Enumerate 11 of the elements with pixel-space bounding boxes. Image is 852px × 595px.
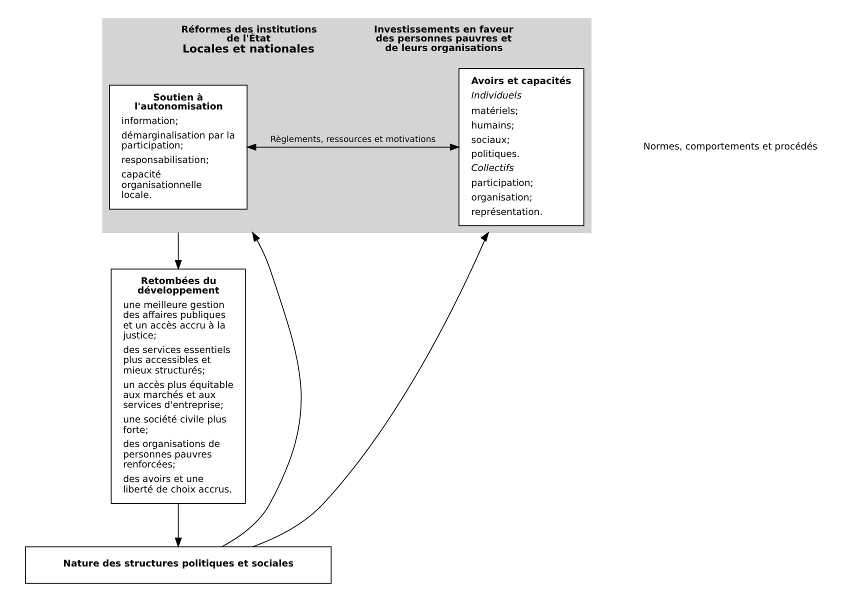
arrow — [174, 232, 182, 270]
label: Normes, comportements et procédés — [642, 142, 817, 153]
edge-label: Règlements, ressources et motivations — [270, 135, 436, 146]
arrow — [174, 503, 182, 548]
arrow — [220, 231, 301, 548]
node-box: Soutien à l'autonomisation information; démarginalisation par la participation; responsabilisation; capacité organisationnelle locale. — [108, 84, 247, 210]
node-box: Retombées du développement une meilleure gestion des affaires publiques et un accès accru à la justice; des services essentiels plus accessibles et mieux structurés; un accès plus équitable aux marchés et aux services d'entreprise; une société civile plus forte; des organisations de personnes pauvres renforcées; des avoirs et une liberté de choix accrus. — [110, 268, 246, 504]
arrow — [246, 144, 460, 151]
node-box: Nature des structures politiques et sociales — [24, 546, 332, 584]
arrow — [252, 231, 489, 548]
node-box: Avoirs et capacités Individuels matériels; humains; sociaux; politiques. Collectifs participation; organisation; représentation. — [458, 68, 584, 226]
